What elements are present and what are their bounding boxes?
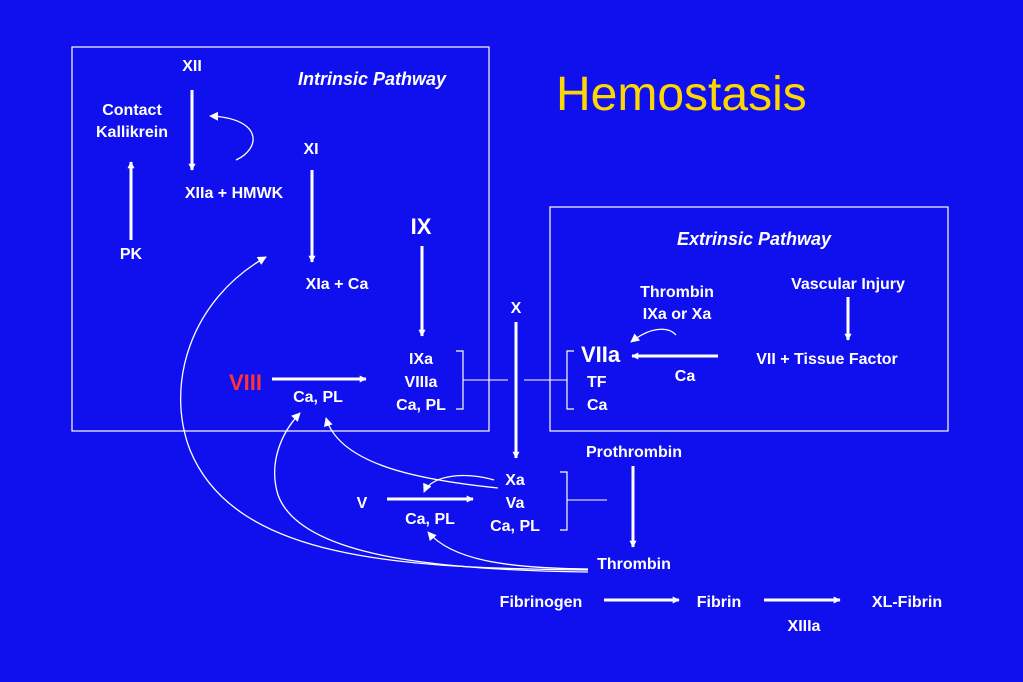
extrinsic-complex-ca: Ca xyxy=(587,397,608,414)
fibrin: Fibrin xyxy=(696,594,742,611)
factor-vii-tissue-factor: VII + Tissue Factor xyxy=(756,351,898,368)
viii-cofactor-ca-pl: Ca, PL xyxy=(293,389,343,406)
factor-viii: VIII xyxy=(229,370,263,395)
vascular-injury: Vascular Injury xyxy=(791,276,905,293)
arrow-thrombin-to-viii xyxy=(274,412,589,573)
extrinsic-complex-viia: VIIa xyxy=(581,342,621,367)
common-complex-va: Va xyxy=(505,495,525,512)
contact-label-line1: Contact xyxy=(102,102,162,119)
arrow-xa-feedback-to-v xyxy=(423,474,495,493)
extrinsic-complex-tf: TF xyxy=(587,374,607,391)
arrow-thrombin-to-v xyxy=(427,531,589,570)
contact-label-line2: Kallikrein xyxy=(95,124,169,141)
prothrombin: Prothrombin xyxy=(586,444,682,461)
intrinsic-pathway-label: Intrinsic Pathway xyxy=(297,69,447,89)
page-title: Hemostasis xyxy=(556,68,807,121)
common-complex-xa: Xa xyxy=(505,472,525,489)
v-cofactor-ca-pl: Ca, PL xyxy=(405,511,455,528)
factor-xiiia: XIIIa xyxy=(787,618,821,635)
intrinsic-complex-bracket xyxy=(456,350,464,410)
thrombin: Thrombin xyxy=(597,556,671,573)
arrow-thrombin-feedback xyxy=(630,328,677,343)
extrinsic-complex-bracket xyxy=(566,350,574,410)
extrinsic-pathway-label: Extrinsic Pathway xyxy=(676,229,832,249)
intrinsic-complex-ixa: IXa xyxy=(408,351,434,368)
factor-pk: PK xyxy=(119,246,143,263)
intrinsic-complex-viiia: VIIIa xyxy=(404,374,438,391)
intrinsic-pathway-box xyxy=(71,46,490,432)
factor-xii: XII xyxy=(182,58,202,75)
extrinsic-ca: Ca xyxy=(674,368,696,385)
factor-xi: XI xyxy=(303,141,319,158)
factor-v: V xyxy=(356,495,368,512)
thrombin-feedback-line1: Thrombin xyxy=(640,284,714,301)
factor-x: X xyxy=(510,300,522,317)
thrombin-feedback-line2: IXa or Xa xyxy=(642,306,712,323)
common-complex-bracket xyxy=(560,471,568,531)
arrow-xa-to-intrinsic-complex xyxy=(324,417,499,489)
arrow-kallikrein-feedback xyxy=(209,111,254,161)
extrinsic-pathway-box xyxy=(549,206,949,432)
common-complex-ca-pl: Ca, PL xyxy=(490,518,540,535)
xl-fibrin: XL-Fibrin xyxy=(871,594,943,611)
factor-xia-ca: XIa + Ca xyxy=(305,276,369,293)
intrinsic-complex-ca-pl: Ca, PL xyxy=(396,397,446,414)
fibrinogen: Fibrinogen xyxy=(499,594,583,611)
factor-xiia-hmwk: XIIa + HMWK xyxy=(184,185,284,202)
factor-ix: IX xyxy=(410,214,432,239)
arrow-thrombin-to-xia xyxy=(179,256,589,571)
